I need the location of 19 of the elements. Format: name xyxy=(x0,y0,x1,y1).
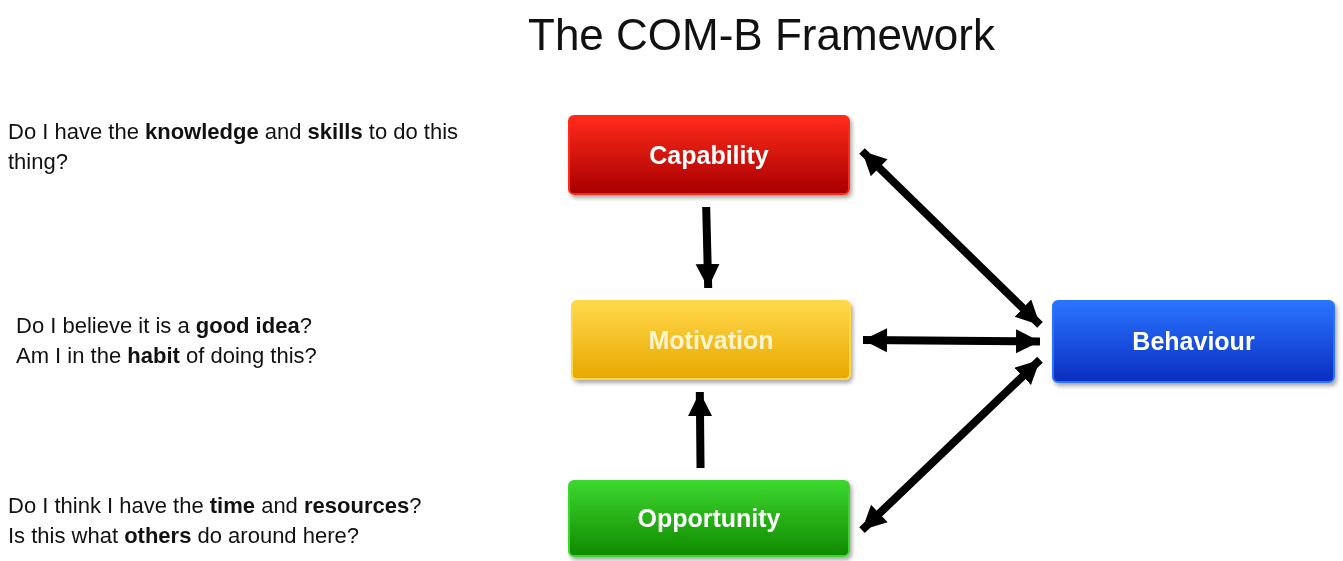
question-text: Do I think I have the time and resources? xyxy=(8,492,423,520)
box-label: Behaviour xyxy=(1132,327,1255,356)
title: The COM-B Framework xyxy=(528,10,995,59)
process-box xyxy=(1052,300,1335,383)
process-box xyxy=(568,115,850,195)
arrow xyxy=(859,356,1043,533)
arrow xyxy=(688,391,713,469)
question-text: Do I believe it is a good idea? xyxy=(16,312,313,340)
question-text: Is this what others do around here? xyxy=(8,522,360,550)
arrow xyxy=(862,328,1041,354)
process-box xyxy=(568,480,850,557)
arrow xyxy=(695,206,720,289)
box-label: Motivation xyxy=(648,325,774,355)
box-label: Capability xyxy=(649,140,769,170)
box-label: Opportunity xyxy=(637,504,781,533)
question-text: Do I have the knowledge and skills to do this thing? xyxy=(8,118,460,176)
process-box xyxy=(571,300,851,380)
question-text: Am I in the habit of doing this? xyxy=(16,342,318,370)
arrow xyxy=(859,148,1043,328)
